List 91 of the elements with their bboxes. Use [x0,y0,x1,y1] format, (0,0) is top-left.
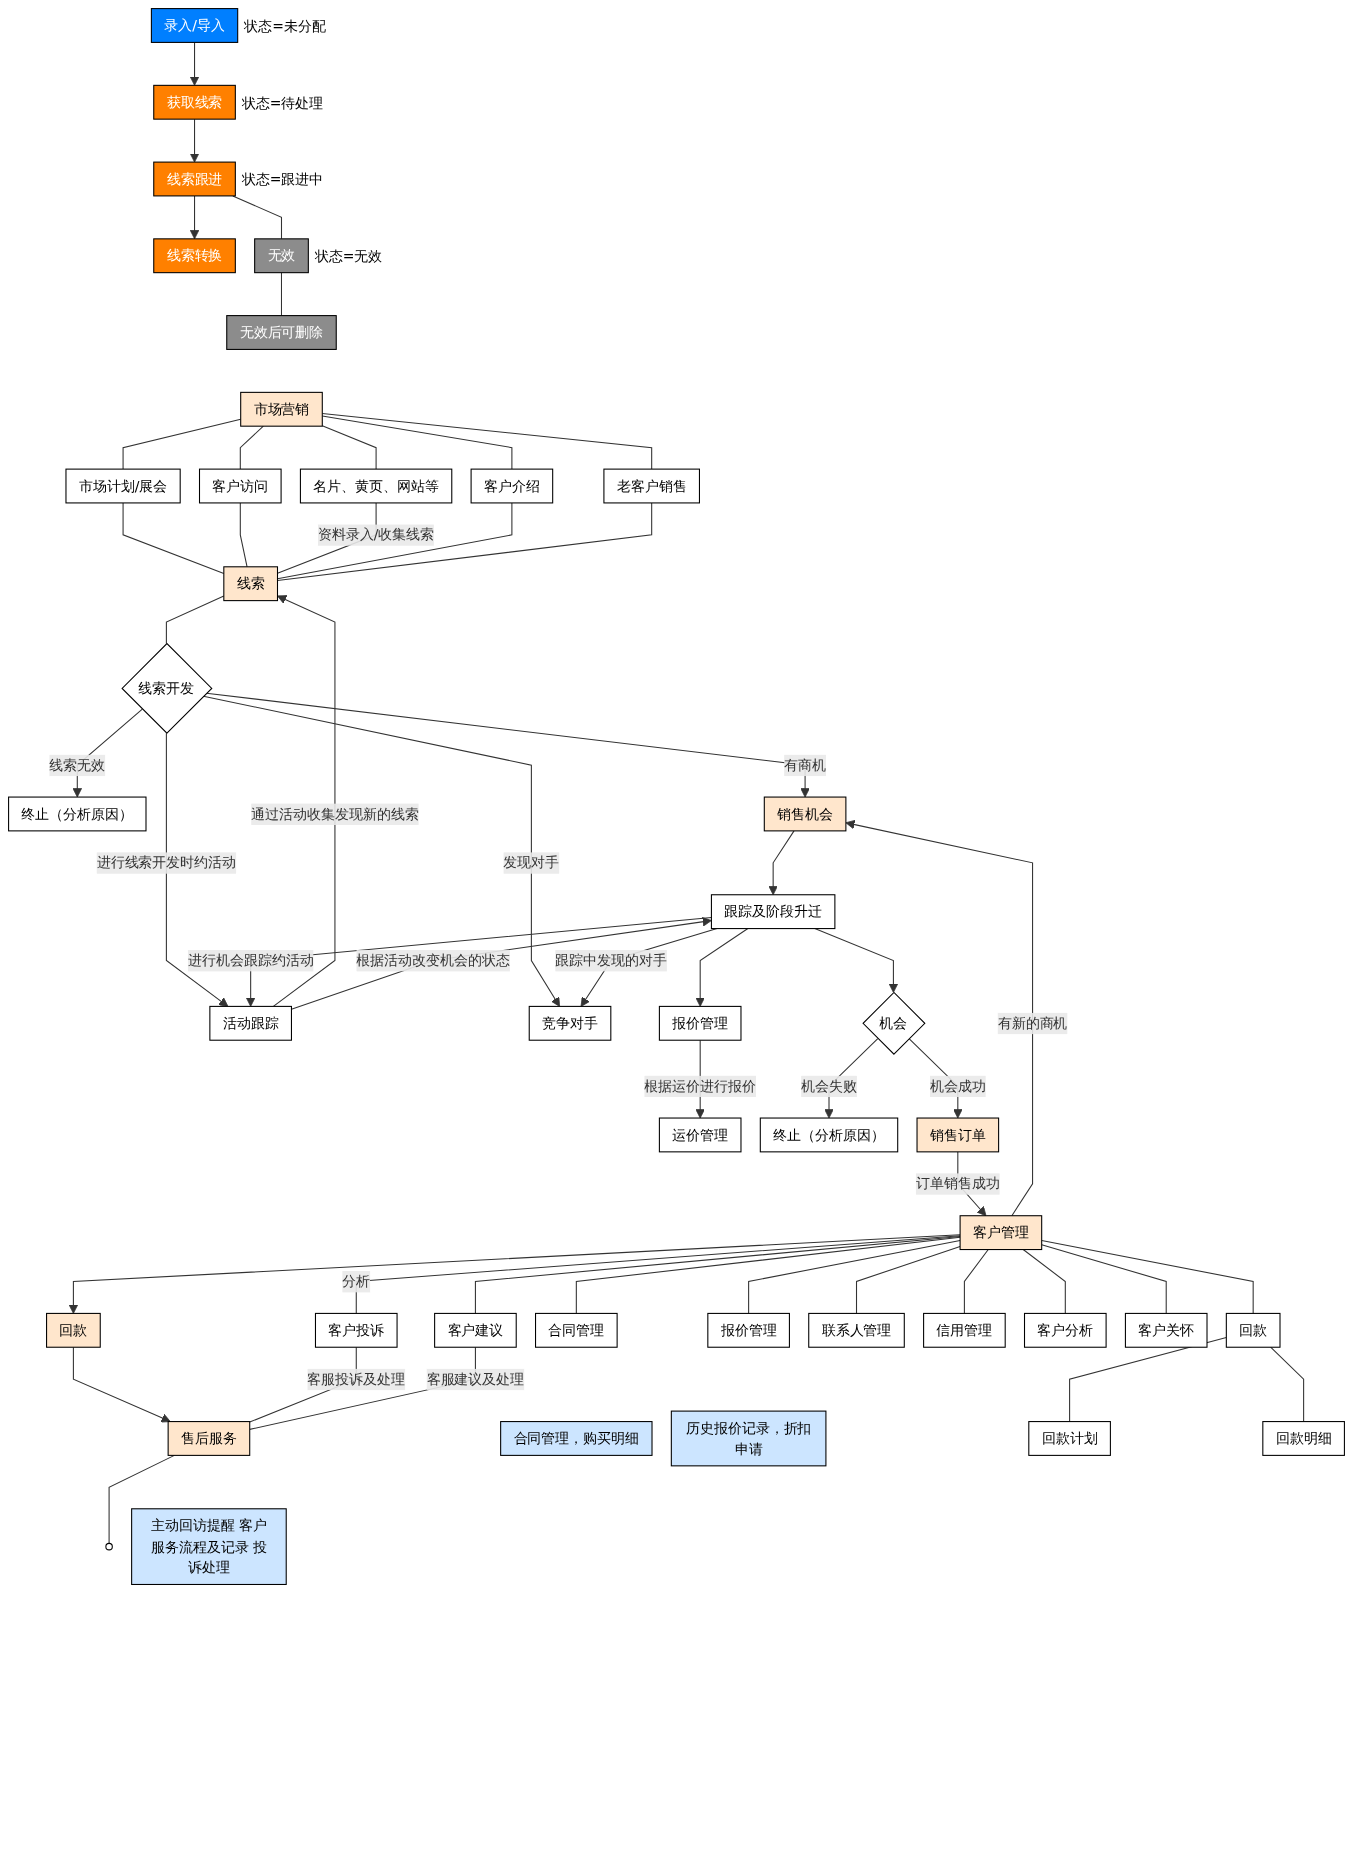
connector [963,1249,989,1314]
edge-label: 客服投诉及处理 [307,1370,406,1387]
connector [1069,1336,1227,1423]
arrow [768,830,795,896]
node-box: 主动回访提醒 客户服务流程及记录 投诉处理 [131,1508,287,1585]
node-box: 跟踪及阶段升迁 [710,894,836,930]
node-box: 历史报价记录，折扣申请 [670,1410,827,1467]
node-box: 售后服务 [167,1421,251,1456]
node-box: 客户访问 [198,468,282,504]
node-box: 市场营销 [240,391,323,427]
node-diamond: 线索开发 [121,642,213,734]
node-box: 市场计划/展会 [65,468,181,504]
arrow [189,41,200,86]
arrow [272,595,336,1007]
node-box: 客户建议 [434,1312,517,1348]
edge-label: 进行机会跟踪约活动 [187,952,314,969]
node-box: 客户介绍 [470,468,554,504]
connector [748,1240,961,1314]
connector [355,1235,961,1314]
node-box: 客户投诉 [314,1312,398,1348]
edge-label: 进行线索开发时约活动 [96,854,237,871]
node-box: 无效后可删除 [226,315,337,350]
edge-label: 分析 [342,1273,371,1290]
node-box: 线索 [223,566,279,602]
node-box: 终止（分析原因） [759,1117,899,1153]
node-box: 客户关怀 [1124,1312,1208,1348]
node-box: 回款 [46,1312,101,1348]
node-box: 合同管理 [535,1312,618,1348]
arrow [165,732,229,1007]
edge-label: 订单销售成功 [915,1175,1000,1192]
node-box: 回款明细 [1262,1421,1345,1456]
node-box: 客户管理 [959,1215,1043,1251]
arrow [189,118,200,163]
edge-label: 机会成功 [929,1077,986,1094]
status-note: 状态=未分配 [244,17,326,34]
arrow [72,1346,171,1423]
node-box: 线索跟进 [153,161,236,197]
connector [280,272,283,317]
edge-label: 根据运价进行报价 [644,1077,757,1094]
node-box: 销售机会 [763,796,847,832]
node-box: 回款计划 [1028,1421,1111,1456]
node-circle [105,1542,113,1551]
connector [855,1245,961,1314]
edge-label: 机会失败 [801,1077,857,1094]
connector [321,412,653,470]
node-box: 运价管理 [658,1117,742,1153]
edge-label: 跟踪中发现的对手 [555,952,667,969]
connector [321,415,513,470]
edge-label: 线索无效 [49,756,106,773]
node-box: 竞争对手 [528,1005,612,1041]
connector [232,195,283,240]
edge-label: 通过活动收集发现新的线索 [251,805,419,822]
edge-label: 有新的商机 [997,1014,1068,1032]
connector [575,1236,961,1314]
edge-label: 发现对手 [503,854,560,871]
connector [239,425,264,470]
connector [1041,1244,1167,1314]
node-box: 活动跟踪 [209,1005,292,1041]
node-diamond: 机会 [862,991,926,1055]
node-box: 合同管理，购买明细 [500,1421,653,1456]
connector [1270,1346,1305,1423]
connector [1022,1249,1066,1314]
connector [1041,1240,1254,1314]
node-box: 联系人管理 [808,1312,905,1348]
edge-label: 资料录入/收集线索 [317,526,435,543]
connector [474,1235,961,1314]
connector [239,502,248,568]
edge-label: 客服建议及处理 [426,1370,525,1387]
node-box: 无效 [254,238,309,274]
node-box: 销售订单 [916,1117,1000,1153]
node-box: 客户分析 [1023,1312,1107,1348]
status-note: 状态=待处理 [241,94,324,111]
node-box: 老客户销售 [603,468,700,504]
arrow [814,928,899,993]
node-box: 获取线索 [153,84,236,120]
status-note: 状态=跟进中 [241,171,324,188]
node-box: 终止（分析原因） [8,796,147,832]
node-box: 录入/导入 [150,8,239,43]
arrow [695,928,749,1007]
node-box: 线索转换 [153,238,236,274]
edge-label: 根据活动改变机会的状态 [356,952,510,969]
node-box: 信用管理 [923,1312,1006,1348]
connector [321,425,377,470]
arrow [189,195,200,240]
status-note: 状态=无效 [314,248,383,265]
edge-label: 有商机 [784,756,827,773]
node-box: 报价管理 [658,1005,742,1041]
node-box: 回款 [1225,1312,1281,1348]
node-box: 报价管理 [707,1312,790,1348]
node-box: 名片、黄页、网站等 [299,468,453,504]
arrow [68,1234,961,1314]
